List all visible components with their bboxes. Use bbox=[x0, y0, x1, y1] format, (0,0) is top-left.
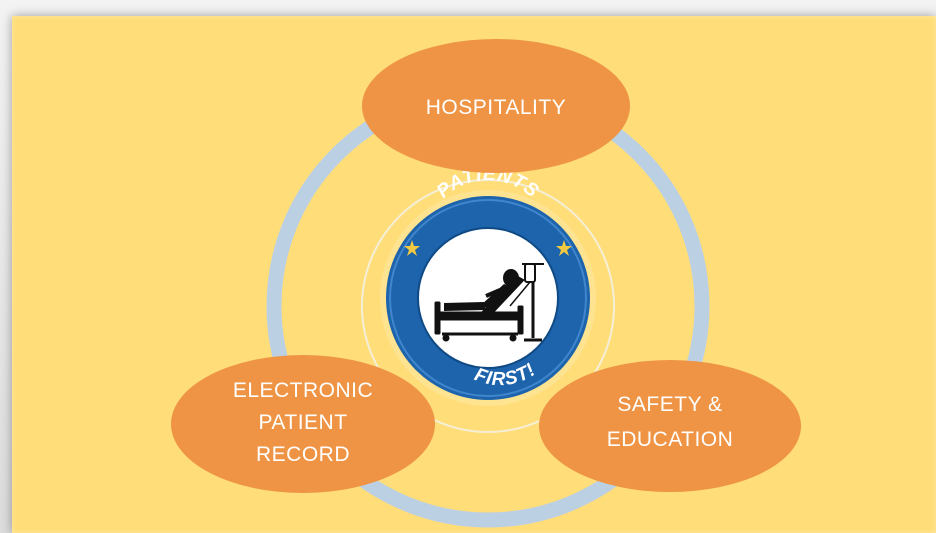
patient-in-hospital-bed-icon bbox=[434, 263, 544, 342]
inner-guide-circle bbox=[361, 179, 615, 433]
node-epr-label-line2: PATIENT bbox=[258, 411, 347, 434]
node-epr-label-line3: RECORD bbox=[256, 443, 350, 466]
node-hospitality-label: HOSPITALITY bbox=[426, 96, 566, 119]
node-electronic-patient-record: ELECTRONIC PATIENT RECORD bbox=[171, 355, 435, 493]
star-icon bbox=[404, 240, 420, 256]
node-safety-education: SAFETY & EDUCATION bbox=[539, 360, 801, 492]
node-epr-label-line1: ELECTRONIC bbox=[233, 379, 373, 402]
cycle-diagram: PATIENTS FIRST! bbox=[171, 39, 801, 528]
diagram-slide: PATIENTS FIRST! bbox=[12, 16, 936, 533]
node-safety-label-line1: SAFETY & bbox=[617, 393, 722, 416]
node-hospitality: HOSPITALITY bbox=[362, 39, 630, 173]
star-icon bbox=[556, 240, 572, 256]
node-safety-label-line2: EDUCATION bbox=[607, 428, 734, 451]
patients-first-badge: PATIENTS FIRST! bbox=[380, 164, 596, 406]
